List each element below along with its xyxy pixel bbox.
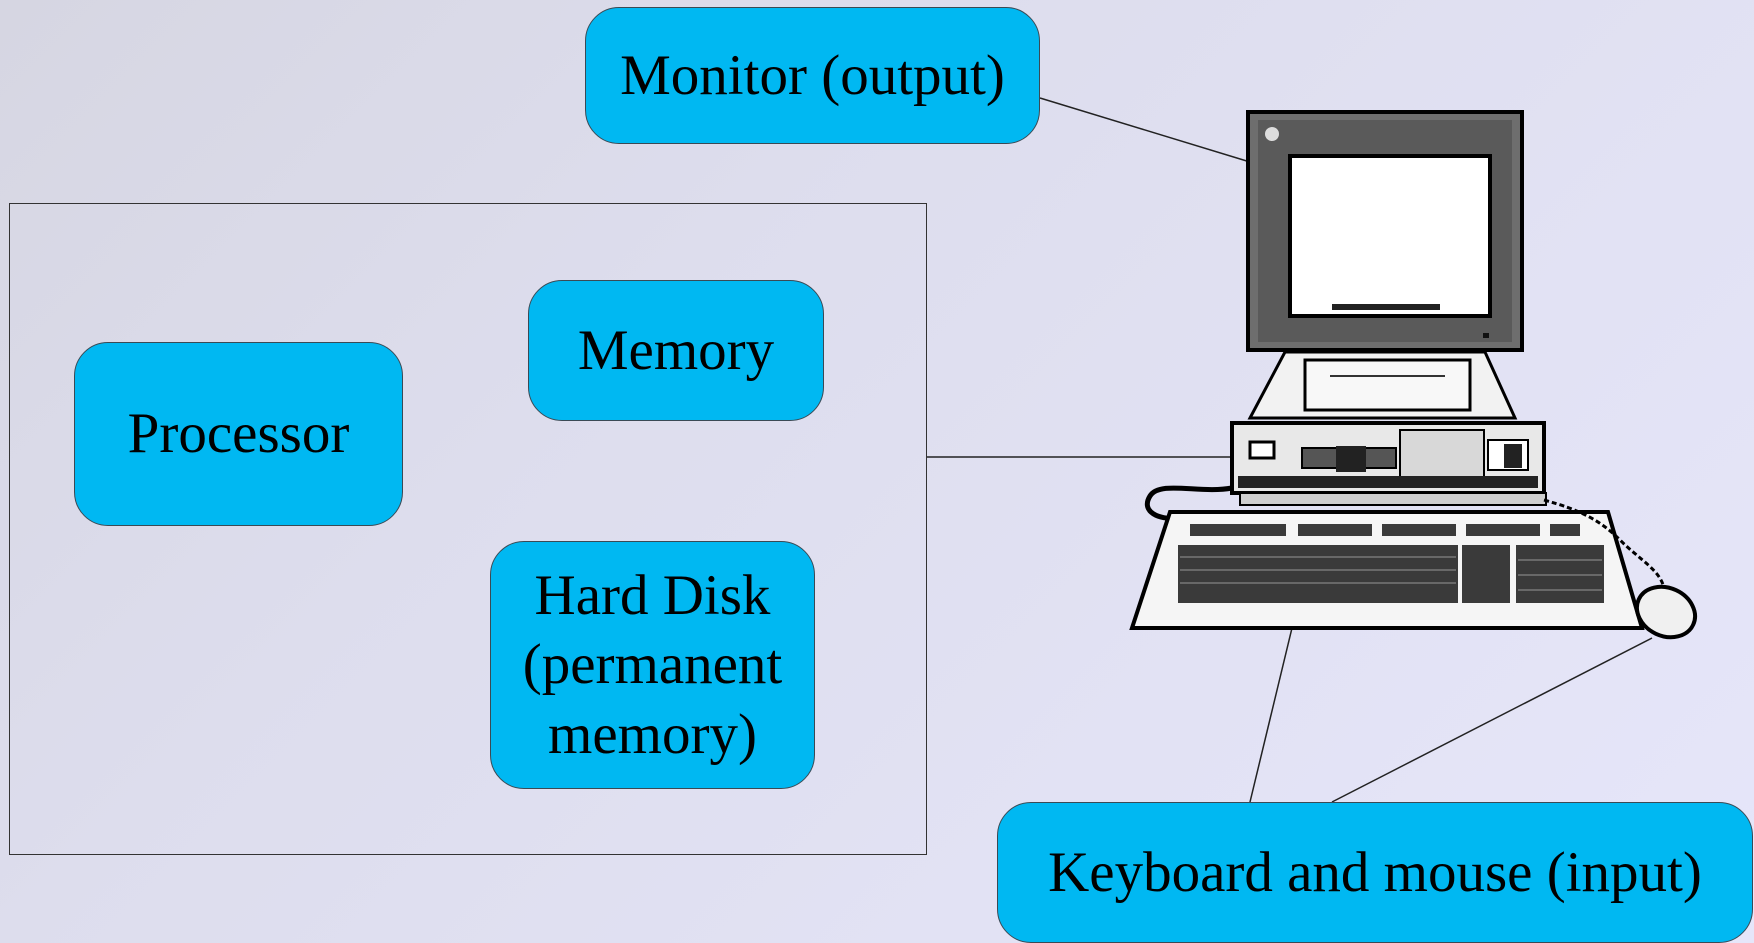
system-unit-icon	[1230, 421, 1547, 506]
mouse-cable-icon	[1543, 498, 1666, 589]
keyboard-cable-icon	[1145, 485, 1233, 521]
hard-disk-box: Hard Disk (permanent memory)	[490, 541, 815, 789]
memory-text: Memory	[577, 318, 775, 382]
hard-disk-text-line-2: (permanent	[522, 633, 783, 697]
hard-disk-text-line-3: memory)	[548, 702, 757, 766]
monitor-stand-icon	[1247, 350, 1518, 420]
monitor-connector-line	[1039, 97, 1251, 163]
processor-text: Processor	[127, 402, 350, 466]
memory-box: Memory	[528, 280, 824, 421]
monitor-icon	[1246, 110, 1524, 352]
monitor-output-label: Monitor (output)	[585, 7, 1040, 144]
mouse-connector-line	[1331, 637, 1653, 803]
keyboard-mouse-input-label: Keyboard and mouse (input)	[997, 802, 1753, 943]
monitor-output-text: Monitor (output)	[620, 43, 1005, 107]
keyboard-icon	[1129, 510, 1645, 630]
hard-disk-text-line-1: Hard Disk	[534, 563, 771, 627]
keyboard-mouse-input-text: Keyboard and mouse (input)	[1048, 840, 1702, 904]
mouse-icon	[1634, 584, 1698, 640]
system-unit-box	[9, 203, 927, 855]
processor-box: Processor	[74, 342, 403, 526]
keyboard-connector-line	[1249, 627, 1293, 803]
